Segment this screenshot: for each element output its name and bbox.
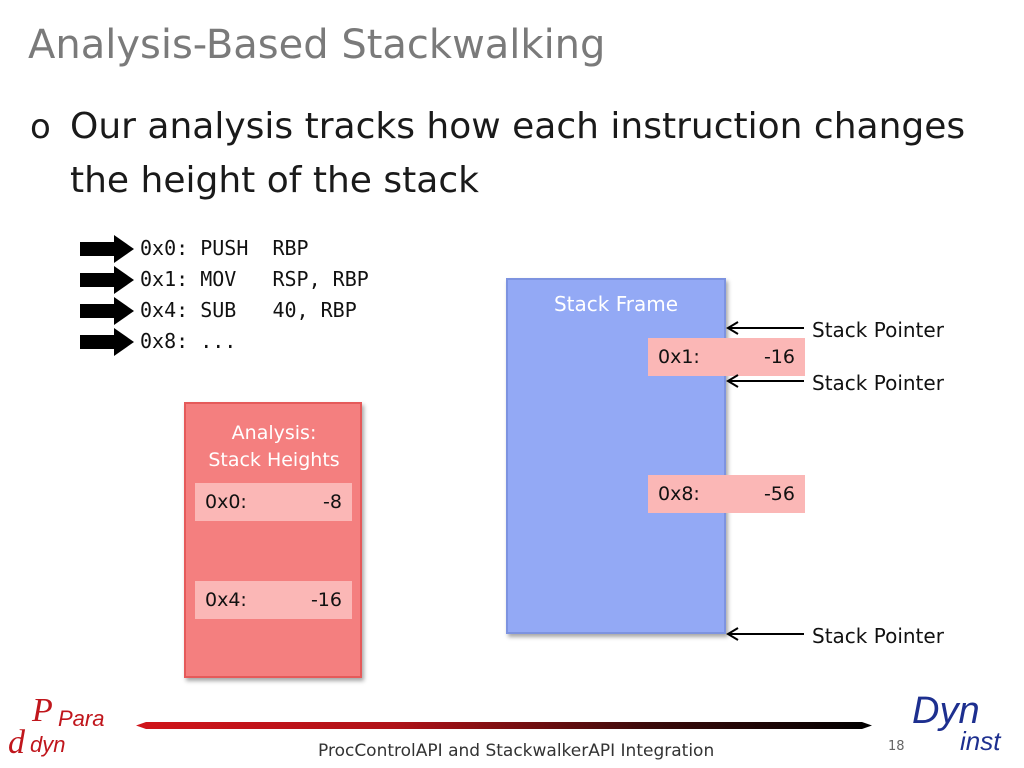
bullet-marker: o: [30, 107, 51, 147]
stack-pointer-label: Stack Pointer: [812, 371, 944, 395]
code-line: 0x1: MOV RSP, RBP: [140, 267, 369, 291]
entry-value: -8: [323, 491, 342, 513]
code-line: 0x0: PUSH RBP: [140, 236, 309, 260]
stack-frame-entry: 0x1: -16: [648, 338, 805, 376]
dyninst-logo: Dyn inst: [904, 690, 1016, 766]
entry-value: -16: [310, 589, 342, 611]
entry-address: 0x8:: [658, 483, 700, 505]
code-line: 0x8: ...: [140, 329, 237, 353]
footer-text: ProcControlAPI and StackwalkerAPI Integr…: [318, 741, 715, 761]
code-line: 0x4: SUB 40, RBP: [140, 298, 357, 322]
stack-pointer-arrow-icon: [726, 321, 804, 335]
stack-frame-entry: 0x8: -56: [648, 475, 805, 513]
analysis-entry: 0x0: -8: [195, 483, 352, 521]
footer-divider: [136, 722, 872, 729]
instruction-arrow-icon: [80, 297, 134, 325]
bullet-text: Our analysis tracks how each instruction…: [70, 106, 966, 201]
instruction-arrow-icon: [80, 235, 134, 263]
stack-pointer-label: Stack Pointer: [812, 624, 944, 648]
page-number: 18: [888, 739, 905, 754]
instruction-arrow-icon: [80, 328, 134, 356]
entry-value: -16: [763, 346, 795, 368]
entry-value: -56: [763, 483, 795, 505]
stack-frame-box: [506, 278, 726, 634]
stack-pointer-arrow-icon: [726, 374, 804, 388]
paradyn-logo: P Para d dyn: [8, 692, 105, 761]
logo-text: inst: [960, 726, 1001, 756]
stack-pointer-label: Stack Pointer: [812, 318, 944, 342]
stack-pointer-arrow-icon: [726, 627, 804, 641]
analysis-title-line: Stack Heights: [208, 449, 340, 471]
logo-text: Para: [58, 706, 105, 731]
analysis-title-line: Analysis:: [231, 422, 317, 444]
entry-address: 0x1:: [658, 346, 700, 368]
analysis-title: Analysis: Stack Heights: [184, 420, 364, 474]
stack-frame-title: Stack Frame: [553, 292, 679, 316]
entry-address: 0x4:: [205, 589, 247, 611]
analysis-box: [184, 402, 362, 678]
logo-text: Dyn: [912, 690, 980, 732]
instruction-arrow-icon: [80, 266, 134, 294]
analysis-entry: 0x4: -16: [195, 581, 352, 619]
entry-address: 0x0:: [205, 491, 247, 513]
logo-text: dyn: [30, 732, 66, 757]
slide-title: Analysis-Based Stackwalking: [28, 22, 606, 68]
